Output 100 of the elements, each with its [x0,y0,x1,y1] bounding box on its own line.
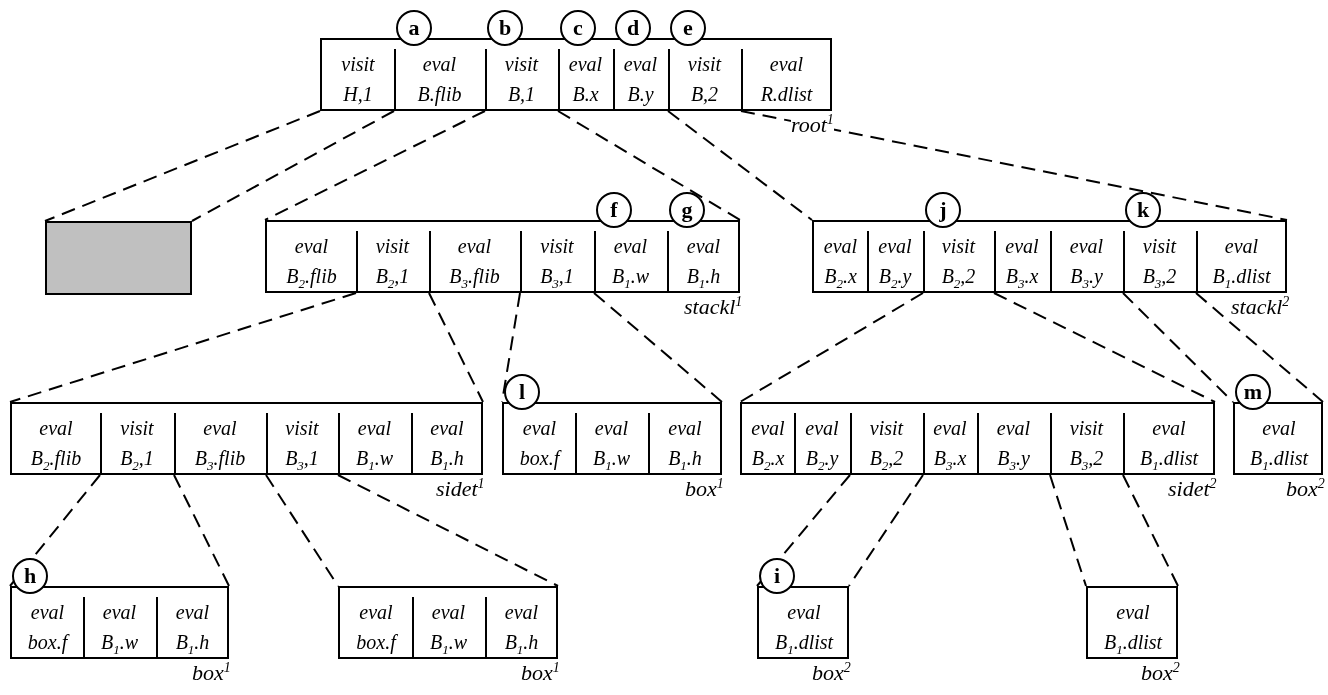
cell-text: eval [39,416,73,441]
cell-text: eval [294,234,329,259]
dashed-connector [1049,474,1087,587]
cell-text: eval [422,52,457,77]
dashed-connector [428,292,484,403]
cell-text: B$_{2}$,1 [120,446,154,473]
cell-text: eval [769,52,804,77]
cell-text: eval [175,600,210,625]
cell-text: visit [687,52,722,77]
cell-text: eval [686,234,721,259]
cell-text: eval [522,416,557,441]
cell-text: eval [30,600,65,625]
cell-text: B$_{2}$,2 [941,264,976,291]
circled-letter: d [615,10,651,46]
circled-letter: a [396,10,432,46]
dashed-connector [9,474,101,587]
sequence-row [1086,586,1178,659]
circled-letter: g [669,192,705,228]
cell-text: box.f [519,446,560,472]
cell-text: B$_{2}$.y [878,264,912,291]
cell-text: eval [102,600,137,625]
circled-letter: h [12,558,48,594]
cell-text: visit [941,234,976,259]
dashed-connector [993,292,1216,403]
cell-text: B$_{2}$.x [751,446,785,473]
cell-text: B$_{1}$.dlist [774,630,834,657]
cell-text: B$_{3}$,2 [1069,446,1104,473]
cell-text: eval [613,234,648,259]
cell-text: B$_{1}$.w [355,446,394,473]
cell-text: visit [504,52,539,77]
cell-text: B,1 [507,82,536,107]
circled-letter: e [670,10,706,46]
dashed-connector [191,110,395,222]
cell-text: B$_{2}$.flib [286,264,337,291]
dashed-connector [1195,292,1324,403]
cell-text: B,2 [690,82,719,107]
cell-text: B$_{3}$,1 [540,264,574,291]
circled-letter: l [504,374,540,410]
cell-text: B$_{3}$.y [997,446,1030,473]
cell-text: B$_{1}$.h [175,630,210,657]
cell-text: eval [203,416,237,441]
cell-text: B$_{1}$.h [686,264,721,291]
cell-text: eval [359,600,393,625]
cell-text: eval [823,234,858,259]
cell-text: eval [457,234,492,259]
dashed-connector [173,474,230,587]
dashed-connector [265,474,339,587]
cell-text: B$_{3}$,1 [285,446,319,473]
cell-text: B$_{3}$.x [1005,264,1039,291]
cell-text: eval [668,416,702,441]
cell-text: eval [594,416,629,441]
cell-text: eval [357,416,392,441]
cell-text: B$_{3}$,2 [1142,264,1177,291]
dashed-connector [739,292,924,403]
cell-text: visit [540,234,574,259]
circled-letter: m [1235,374,1271,410]
cell-text: B.flib [417,82,462,108]
cell-text: visit [1069,416,1104,441]
dashed-connector [337,474,559,587]
cell-text: B$_{1}$.h [504,630,539,657]
cell-text: eval [1005,234,1039,259]
circled-letter: b [487,10,523,46]
cell-text: R.dlist [760,82,813,107]
cell-text: B$_{1}$.dlist [1139,446,1199,473]
circled-letter: j [925,192,961,228]
cell-text: B$_{2}$,1 [375,264,410,291]
sequence-row [10,402,483,475]
cell-text: box.f [356,630,396,656]
cell-text: eval [1224,234,1259,259]
cell-text: B$_{2}$.flib [30,446,82,473]
sequence-row [740,402,1215,475]
dashed-connector [756,474,851,587]
cell-text: B$_{1}$.w [100,630,139,657]
cell-text: eval [1262,416,1296,441]
cell-text: eval [751,416,785,441]
sequence-row [338,586,558,659]
cell-text: visit [120,416,154,441]
cell-text: B$_{1}$.w [611,264,650,291]
cell-text: eval [1116,600,1150,625]
dashed-connector [848,474,924,587]
cell-text: eval [1069,234,1104,259]
cell-text: eval [431,600,466,625]
cell-text: visit [869,416,904,441]
dashed-connector [1122,474,1179,587]
cell-text: box.f [27,630,68,656]
cell-text: visit [375,234,410,259]
dashed-connector [667,110,813,221]
cell-text: B$_{2}$.x [824,264,857,291]
circled-letter: c [560,10,596,46]
dashed-connector [557,110,741,221]
dashed-connector [593,292,723,403]
cell-text: eval [623,52,658,77]
dashed-connector [44,110,321,222]
cell-text: B$_{1}$.dlist [1212,264,1271,291]
cell-text: B$_{1}$.h [430,446,464,473]
cell-text: eval [568,52,603,77]
circled-letter: f [596,192,632,228]
cell-text: eval [996,416,1031,441]
circled-letter: i [759,558,795,594]
cell-text: B$_{3}$.flib [449,264,500,291]
